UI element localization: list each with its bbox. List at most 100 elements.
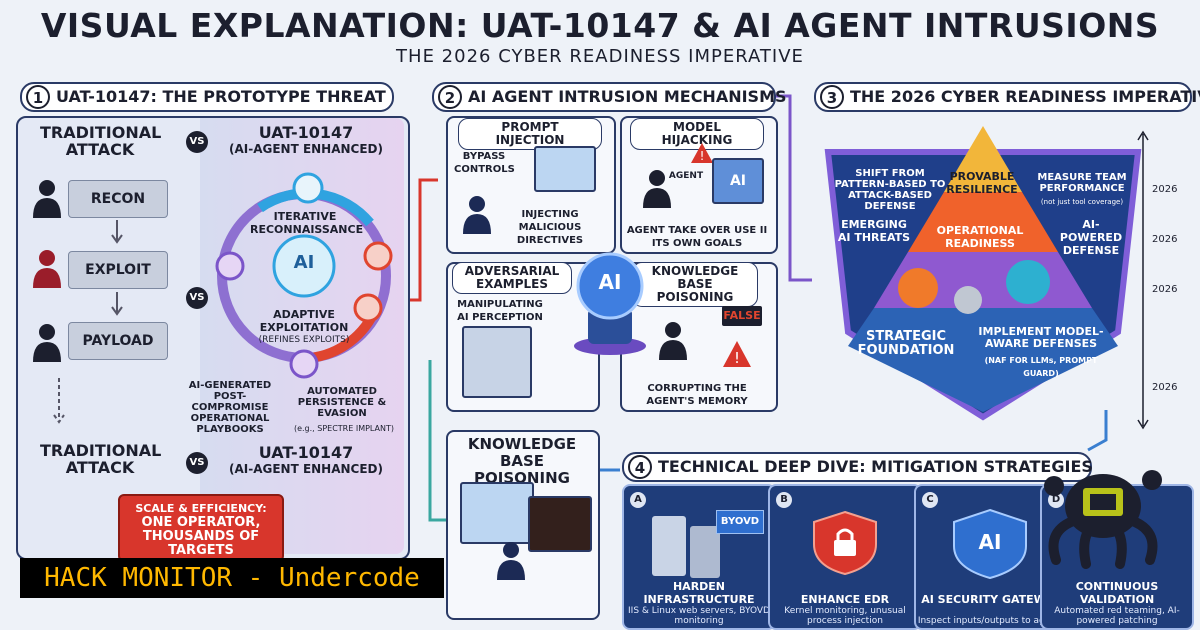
scale-big-text: ONE OPERATOR, THOUSANDS OF TARGETS (141, 515, 261, 558)
kb-big-screen (460, 482, 534, 544)
step-exploit: EXPLOIT (68, 251, 168, 289)
server-icon-2 (690, 526, 720, 578)
page-title: VISUAL EXPLANATION: UAT-10147 & AI AGENT… (40, 6, 1160, 45)
prompt-injection-title: PROMPT INJECTION (458, 118, 602, 150)
mitigation-desc-c: Inspect inputs/outputs to agents (917, 616, 1065, 626)
vs-badge-middle: VS (186, 287, 208, 309)
attacker-person-icon-3 (33, 324, 61, 362)
section4-number: 4 (628, 455, 652, 479)
warning-icon-1: ! (691, 143, 713, 163)
measure-label: MEASURE TEAM PERFORMANCE (1037, 172, 1127, 194)
section3-title: THE 2026 CYBER READINESS IMPERATIVE (850, 87, 1200, 106)
page-subtitle: THE 2026 CYBER READINESS IMPERATIVE (396, 46, 804, 67)
section1-number: 1 (26, 85, 50, 109)
ai-brain-hub-icon (574, 252, 646, 355)
timeline-year-4: 2026 (1152, 382, 1178, 393)
injecting-label: INJECTING MALICIOUS DIRECTIVES (516, 209, 584, 246)
injection-screen (534, 146, 596, 192)
scale-efficiency-box: SCALE & EFFICIENCY: ONE OPERATOR, THOUSA… (118, 494, 284, 562)
measure-sub-label: (not just tool coverage) (1040, 198, 1124, 206)
mitigation-title-c: AI SECURITY GATEWAY (921, 593, 1061, 606)
timeline-axis (1137, 130, 1149, 430)
hijacker-person-icon (643, 170, 671, 208)
uat-sub-bottom: (AI-AGENT ENHANCED) (228, 462, 384, 476)
arrow-down-icon-2 (111, 292, 123, 316)
ai-gateway-tag: AI (978, 530, 1002, 554)
timeline-year-3: 2026 (1152, 284, 1178, 295)
provable-label: PROVABLE RESILIENCE (946, 170, 1018, 196)
adversarial-desc: MANIPULATING AI PERCEPTION (457, 299, 543, 323)
mitigation-title-d: CONTINUOUS VALIDATION (1075, 580, 1159, 606)
kb-big-title: KNOWLEDGE BASE POISONING (467, 435, 577, 487)
section3-header: 3 THE 2026 CYBER READINESS IMPERATIVE (814, 82, 1200, 112)
arrow-s2-to-s4 (428, 360, 446, 522)
attacker-person-icon-2 (33, 250, 61, 288)
svg-text:!: ! (734, 349, 740, 367)
mitigation-title-a: HARDEN INFRASTRUCTURE (643, 580, 755, 606)
section3-number: 3 (820, 85, 844, 109)
mitigation-letter-c: C (922, 492, 938, 508)
scale-label: SCALE & EFFICIENCY: (135, 502, 267, 515)
mitigation-desc-d: Automated red teaming, AI-powered patchi… (1054, 606, 1180, 626)
uat-sub-top: (AI-AGENT ENHANCED) (228, 142, 384, 156)
adversarial-screen (462, 326, 532, 398)
kb-poisoning-title: KNOWLEDGE BASE POISONING (632, 262, 758, 307)
timeline-year-1: 2026 (1152, 184, 1178, 195)
section2-title: AI AGENT INTRUSION MECHANISMS (468, 87, 787, 106)
arrow-s1-to-s2 (406, 178, 438, 302)
mitigation-title-b: ENHANCE EDR (800, 593, 890, 606)
attacker-person-icon-1 (33, 180, 61, 218)
section2-number: 2 (438, 85, 462, 109)
adversarial-title: ADVERSARIAL EXAMPLES (452, 262, 572, 294)
dashed-arrow-icon (53, 378, 65, 424)
hacker-at-desk-icon (463, 196, 491, 234)
bypass-controls-label: BYPASS CONTROLS (454, 151, 515, 175)
implement-label: IMPLEMENT MODEL-AWARE DEFENSES (978, 325, 1104, 350)
kb-big-code-screen (528, 496, 592, 552)
server-icon (652, 516, 686, 576)
warning-icon-2: ! (723, 341, 751, 367)
mitigation-letter-b: B (776, 492, 792, 508)
kb-poisoning-desc: CORRUPTING THE AGENT'S MEMORY (646, 383, 748, 407)
false-tag: FALSE (722, 306, 762, 326)
section2-header: 2 AI AGENT INTRUSION MECHANISMS (432, 82, 787, 112)
octopus-robot-logo-icon (1044, 470, 1162, 569)
cycle-persistence: AUTOMATED PERSISTENCE & EVASION (297, 386, 387, 419)
vs-badge-bottom: VS (186, 452, 208, 474)
shield-lock-icon (813, 510, 877, 576)
mitigation-desc-b: Kernel monitoring, unusual process injec… (784, 606, 906, 626)
byovd-tag: BYOVD (716, 510, 764, 534)
timeline-year-2: 2026 (1152, 234, 1178, 245)
section4-title: TECHNICAL DEEP DIVE: MITIGATION STRATEGI… (658, 457, 1093, 476)
step-payload: PAYLOAD (68, 322, 168, 360)
operational-label: OPERATIONAL READINESS (936, 224, 1024, 250)
uat-label-top: UAT-10147 (258, 123, 354, 142)
shift-label: SHIFT FROM PATTERN-BASED TO ATTACK-BASED… (834, 168, 946, 212)
uat-label-bottom: UAT-10147 (258, 443, 354, 462)
arrow-down-icon-1 (111, 220, 123, 244)
cycle-iterative: ITERATIVE RECONNAISSANCE (250, 210, 364, 236)
vs-badge-top: VS (186, 131, 208, 153)
strategic-label: STRATEGIC FOUNDATION (857, 329, 955, 358)
cycle-adaptive: ADAPTIVE EXPLOITATION (259, 308, 349, 334)
cycle-adaptive-sub: (REFINES EXPLOITS) (258, 335, 350, 345)
readiness-shield-pyramid (824, 126, 1142, 421)
traditional-attack-label-bottom: TRADITIONAL ATTACK (40, 441, 162, 477)
ai-shield-icon (953, 508, 1027, 580)
ai-hub-label: AI (598, 270, 622, 294)
kb-big-hacker-icon (497, 542, 525, 580)
takeover-label: AGENT TAKE OVER USE II ITS OWN GOALS (626, 225, 768, 249)
implement-sub-label: (NAF FOR LLMs, PROMPT GUARD) (984, 356, 1098, 378)
svg-text:!: ! (700, 149, 705, 163)
agent-tag: AGENT (668, 171, 704, 181)
hijack-screen: AI (712, 158, 764, 204)
cycle-persistence-sub: (e.g., SPECTRE IMPLANT) (293, 424, 395, 433)
mitigation-desc-a: IIS & Linux web servers, BYOVD monitorin… (628, 606, 770, 626)
mitigation-letter-d: D (1048, 492, 1064, 508)
emerging-label: EMERGING AI THREATS (837, 218, 911, 244)
ai-attack-cycle-diagram (215, 172, 393, 379)
hack-monitor-banner: HACK MONITOR - Undercode (20, 558, 444, 598)
section4-header: 4 TECHNICAL DEEP DIVE: MITIGATION STRATEG… (622, 452, 1093, 482)
mitigation-card-b: B ENHANCE EDR Kernel monitoring, unusual… (768, 484, 922, 630)
